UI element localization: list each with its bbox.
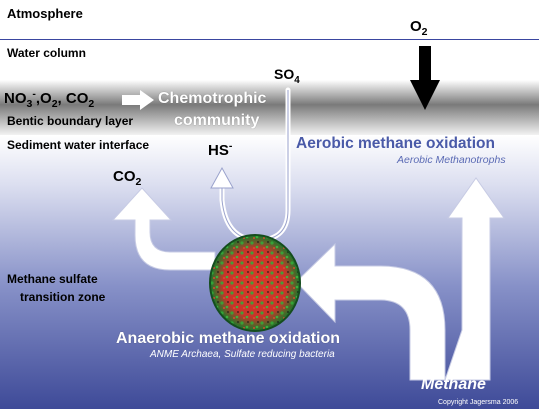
water-column-label: Water column [7,46,86,60]
sulfide-label: HS- [208,140,233,159]
methane-sulfate-label-2: transition zone [20,290,106,304]
sulfide-arrowhead [210,166,234,189]
water-column-layer [0,40,539,86]
microbial-consortium [209,234,301,332]
methane-label: Methane [421,376,486,393]
oxygen-label: O2 [410,18,428,38]
chemotrophic-label-1: Chemotrophic [158,90,267,107]
sediment-water-label: Sediment water interface [7,138,150,152]
oxygen-down-arrow [410,46,440,110]
atmosphere-layer [0,0,539,40]
aerobic-oxidation-title: Aerobic methane oxidation [296,135,495,152]
anaerobic-organisms-label: ANME Archaea, Sulfate reducing bacteria [150,349,335,360]
co2-release-arrow [111,187,216,271]
anaerobic-oxidation-title: Anaerobic methane oxidation [116,330,341,347]
aerobic-methanotrophs-label: Aerobic Methanotrophs [397,154,506,166]
chemotrophic-label-2: community [174,112,260,129]
co2-label: CO2 [113,168,142,188]
methane-to-aerobic-arrow [444,177,505,381]
benthic-boundary-label: Bentic boundary layer [7,114,134,128]
inputs-label: NO3-,O2, CO2 [4,88,95,110]
inputs-right-arrow [122,90,154,110]
atmosphere-label: Atmosphere [7,6,83,21]
benthic-boundary-layer [0,80,539,135]
methane-to-anaerobic-arrow [295,242,470,381]
copyright-label: Copyright Jagersma 2006 [438,399,519,406]
sulfate-label: SO4 [274,66,300,86]
methane-sulfate-label-1: Methane sulfate [7,272,98,286]
